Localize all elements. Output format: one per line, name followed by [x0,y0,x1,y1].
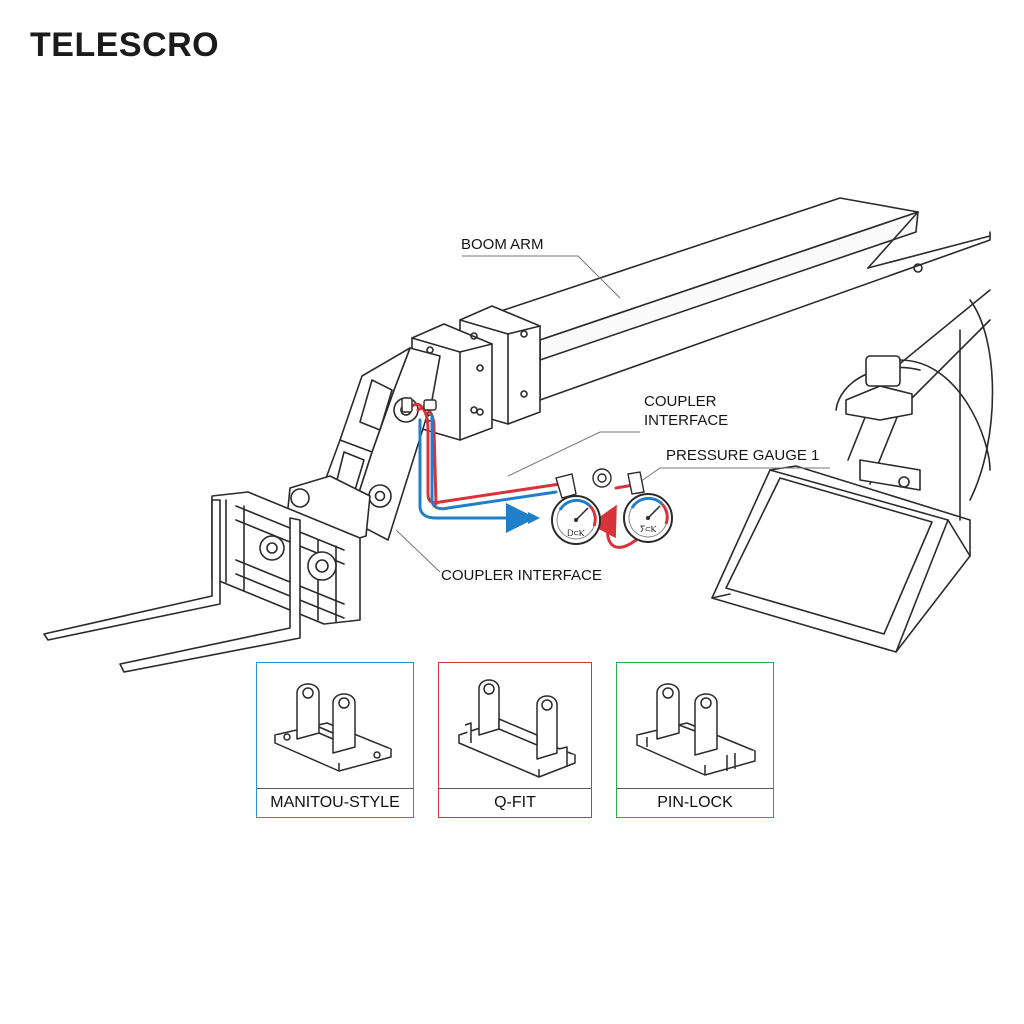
manitou-bracket-drawing [274,683,392,772]
gauge-2-face-text: ⵢ⊂Ⲕ [640,525,657,535]
variant-label-q-fit: Q-FIT [439,788,591,817]
pressure-gauge-icon: Ꭰ⊂Ⲕ [551,495,601,545]
pressure-gauge-leader [639,467,830,483]
callout-coupler-interface-lower: COUPLER INTERFACE [441,567,602,584]
pressure-gauge-icon: ⵢ⊂Ⲕ [623,493,673,543]
q-fit-bracket-drawing [458,679,576,778]
machine-body [835,263,994,521]
callout-coupler-interface-upper-line2: INTERFACE [644,412,729,429]
variant-label-pin-lock: PIN-LOCK [617,788,773,817]
pin-lock-bracket-drawing [636,683,756,776]
variant-panel-q-fit: Q-FIT [438,662,592,818]
page-title: TELESCRO [30,26,220,64]
arrow-right-icon [528,512,540,524]
coupler-upper-leader [507,431,640,477]
variant-label-manitou-style: MANITOU-STYLE [257,788,413,817]
gauge-1-face-text: Ꭰ⊂Ⲕ [567,529,585,539]
callout-pressure-gauge: PRESSURE GAUGE 1 [666,447,820,464]
variant-panel-manitou-style: MANITOU-STYLE [256,662,414,818]
curved-arrow-icon [589,504,638,549]
hydraulic-lines [410,402,642,549]
coupler-lower-leader [395,529,441,573]
linkage-arm [285,347,441,549]
callout-boom-arm: BOOM ARM [461,236,544,253]
boom-arm-leader [462,255,621,299]
variant-panel-pin-lock: PIN-LOCK [616,662,774,818]
boom-arm [479,197,991,421]
loader-bucket [711,465,971,653]
fork-carriage [43,491,361,673]
callout-coupler-interface-upper-line1: COUPLER [644,393,717,410]
